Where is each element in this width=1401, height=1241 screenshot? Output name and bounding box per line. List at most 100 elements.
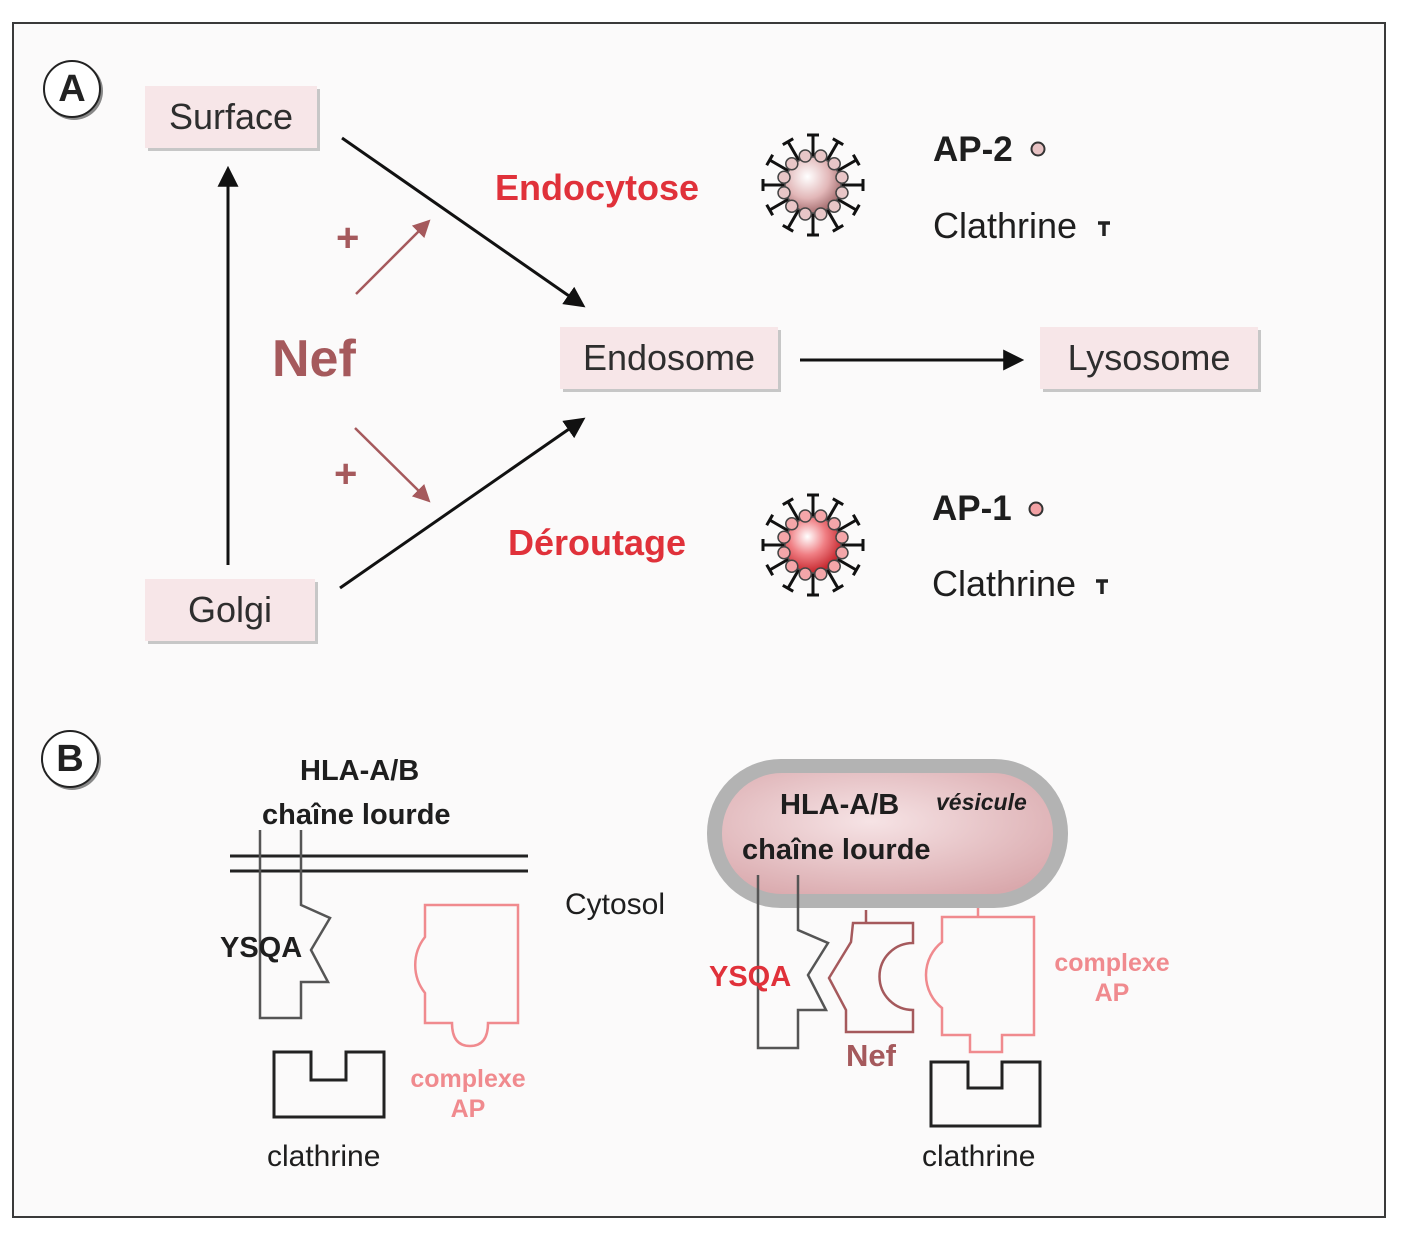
adaptor-dot [777, 186, 791, 200]
ap1-coated-vesicle-icon [761, 493, 865, 597]
hla-heavy-chain-shape [756, 875, 830, 1050]
clathrin-spoke [836, 197, 858, 212]
clathrin-spoke [786, 208, 801, 230]
vesicle-lumen-shape [722, 773, 1053, 894]
ysqa-label: YSQA [709, 961, 792, 993]
endosome-node: Endosome [560, 327, 778, 389]
clathrin-triskelion [832, 137, 844, 146]
clathrin-spoke [786, 140, 801, 162]
clathrin-spoke [786, 568, 801, 590]
panel-b-badge: B [41, 730, 99, 788]
adaptor-dot [814, 207, 828, 221]
ysqa-label: YSQA [220, 932, 303, 964]
golgi-node: Golgi [145, 579, 315, 641]
adaptor-dot [835, 186, 849, 200]
heavy-chain-label: chaîne lourde [742, 834, 931, 866]
lysosome-node: Lysosome [1040, 327, 1258, 389]
nef-enhance-endocytose-arrow [355, 219, 431, 295]
clathrin-spoke [786, 500, 801, 522]
clathrin-triskelion [782, 497, 794, 506]
clathrine-legend-icon [1098, 221, 1110, 236]
adaptor-dot [835, 530, 849, 544]
vesicule-label: vésicule [936, 789, 1027, 815]
cytosol-label: Cytosol [565, 888, 666, 921]
nef-shape [827, 921, 915, 1034]
adaptor-dot [827, 199, 841, 213]
adaptor-dot [798, 509, 812, 523]
surface-to-endosome-arrow [341, 136, 586, 308]
vesicle-core [784, 516, 842, 574]
adaptor-dot [785, 559, 799, 573]
ap2-label: AP-2 [933, 130, 1013, 169]
ap1-legend-icon [1028, 501, 1044, 517]
clathrin-triskelion [782, 584, 794, 593]
ap1-label: AP-1 [932, 489, 1012, 528]
heavy-chain-label: chaîne lourde [262, 799, 451, 831]
clathrine-legend-label: Clathrine [932, 563, 1077, 604]
adaptor-dot [777, 170, 791, 184]
hla-label: HLA-A/B [780, 789, 900, 821]
nef-label: Nef [846, 1038, 896, 1073]
clathrin-triskelion [765, 154, 774, 166]
clathrin-spoke [836, 557, 858, 572]
hla-label: HLA-A/B [300, 755, 420, 787]
clathrin-spoke [768, 557, 790, 572]
clathrine-legend-label: Clathrine [933, 205, 1078, 246]
clathrin-triskelion [852, 204, 861, 216]
panel-a-badge: A [43, 60, 101, 118]
adaptor-dot [777, 530, 791, 544]
nef-enhance-deroutage-arrow [354, 427, 431, 503]
clathrine-label: clathrine [922, 1140, 1036, 1173]
clathrin-triskelion [832, 224, 844, 233]
clathrine-legend-icon [1096, 579, 1108, 594]
adaptor-dot [777, 546, 791, 560]
clathrin-triskelion [782, 224, 794, 233]
adaptor-dot [835, 546, 849, 560]
clathrin-spoke [768, 158, 790, 173]
complexe-ap-label: complexe [1054, 949, 1170, 977]
adaptor-dot [814, 509, 828, 523]
adaptor-dot [798, 149, 812, 163]
clathrin-spoke [836, 158, 858, 173]
adaptor-dot [827, 157, 841, 171]
surface-node: Surface [145, 86, 317, 148]
adaptor-dot [785, 157, 799, 171]
complexe-ap-label: complexe [410, 1065, 526, 1093]
complexe-ap-label: AP [1094, 979, 1130, 1007]
clathrin-triskelion [765, 514, 774, 526]
clathrin-triskelion [765, 204, 774, 216]
adaptor-dot [814, 567, 828, 581]
clathrin-triskelion [852, 514, 861, 526]
adaptor-dot [785, 199, 799, 213]
adaptor-dot [814, 149, 828, 163]
clathrin-spoke [825, 500, 840, 522]
adaptor-dot [835, 170, 849, 184]
clathrin-triskelion [832, 584, 844, 593]
adaptor-dot [827, 517, 841, 531]
plus-sign: + [334, 452, 358, 496]
nef-label: Nef [272, 330, 356, 388]
clathrin-spoke [825, 140, 840, 162]
clathrin-triskelion [782, 137, 794, 146]
clathrin-spoke [768, 518, 790, 533]
ap-complex-shape [924, 915, 1036, 1054]
clathrin-spoke [836, 518, 858, 533]
clathrin-spoke [768, 197, 790, 212]
clathrin-triskelion [765, 564, 774, 576]
hla-heavy-chain-shape [258, 830, 332, 1020]
adaptor-dot [785, 517, 799, 531]
clathrine-shape [272, 1050, 386, 1119]
vesicle-core [784, 156, 842, 214]
clathrin-spoke [825, 568, 840, 590]
adaptor-dot [827, 559, 841, 573]
ap-complex-shape [414, 903, 520, 1048]
clathrin-triskelion [852, 154, 861, 166]
clathrine-label: clathrine [267, 1140, 381, 1173]
endocytose-label: Endocytose [495, 167, 700, 208]
complexe-ap-label: AP [450, 1095, 486, 1123]
deroutage-label: Déroutage [508, 522, 687, 563]
plus-sign: + [336, 216, 360, 260]
ap2-legend-icon [1030, 141, 1046, 157]
clathrin-spoke [825, 208, 840, 230]
